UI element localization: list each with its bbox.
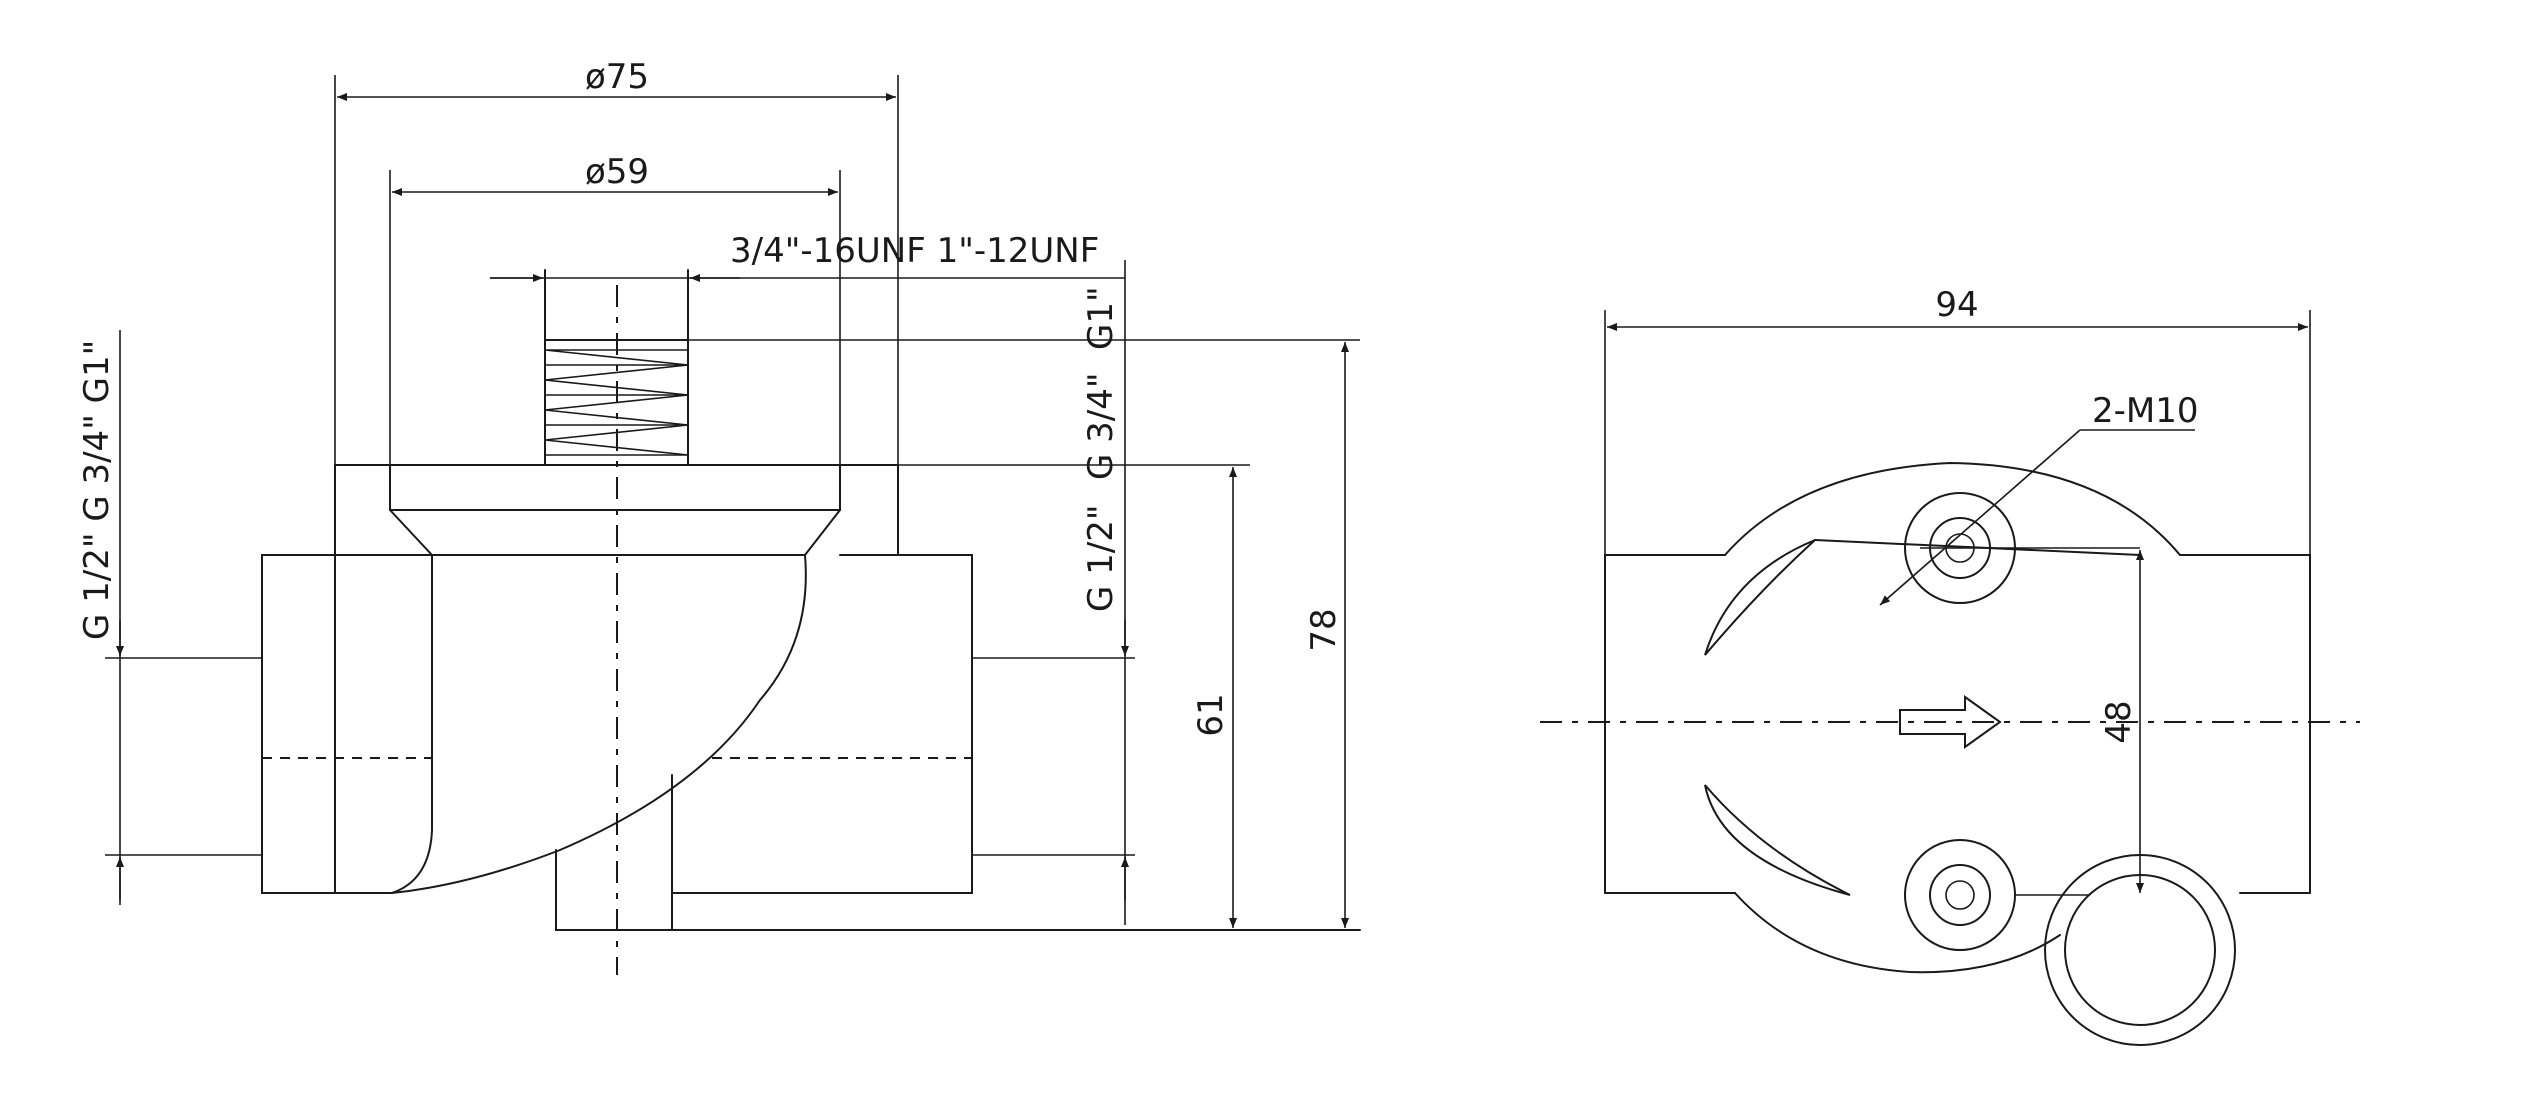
extension-lines	[334, 75, 1360, 925]
leader-2-m10	[1879, 429, 2081, 606]
dim-label-48: 48	[2099, 700, 2139, 743]
top-view: 94 2-M10 48	[1540, 285, 2360, 1046]
left-thread-label: G 1/2" G 3/4" G1"	[77, 340, 117, 640]
dim-label-inner-diameter: ø59	[585, 152, 649, 192]
flow-direction-arrow	[1899, 695, 2002, 749]
top-body-outline	[1604, 461, 2311, 974]
right-thread-g34: G 3/4"	[1081, 372, 1121, 480]
dim-label-outer-diameter: ø75	[585, 57, 649, 97]
dim-label-94: 94	[1935, 285, 1978, 325]
side-view: ø75 ø59 3/4"-16UNF 1"-12UNF G 1/2" G 3/4…	[77, 57, 1361, 975]
dim-label-thread-spec: 3/4"-16UNF 1"-12UNF	[730, 231, 1099, 271]
body-outline	[105, 464, 1361, 931]
dim-label-78: 78	[1304, 608, 1344, 651]
bolt-top	[1904, 492, 2140, 604]
right-thread-g12: G 1/2"	[1081, 504, 1121, 612]
dim-label-2-m10: 2-M10	[2092, 391, 2199, 431]
dim-label-61: 61	[1191, 693, 1231, 736]
right-thread-g1: G1"	[1081, 286, 1121, 350]
bolt-bottom	[1904, 839, 2090, 951]
